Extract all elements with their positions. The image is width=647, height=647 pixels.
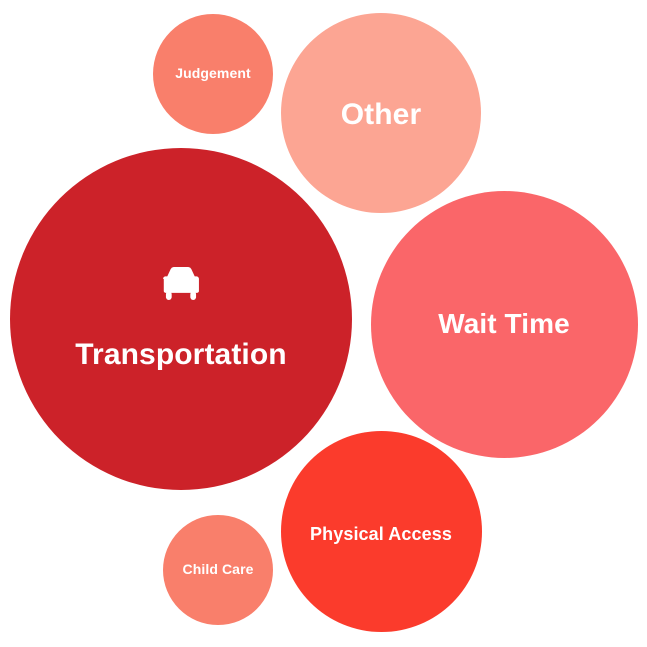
bubble-label-other: Other [340,97,422,131]
bubble-transportation[interactable]: Transportation [10,148,352,490]
bubble-label-child-care: Child Care [182,561,254,578]
bubble-label-physical-access: Physical Access [310,523,452,544]
bubble-child-care[interactable]: Child Care [163,515,273,625]
bubble-judgement[interactable]: Judgement [153,14,273,134]
bubble-wait-time[interactable]: Wait Time [370,190,638,458]
bubble-physical-access[interactable]: Physical Access [280,430,482,632]
bubble-label-transportation: Transportation [75,338,287,371]
bubble-label-judgement: Judgement [175,65,251,82]
bubble-other[interactable]: Other [281,13,481,213]
bubble-label-wait-time: Wait Time [438,307,570,339]
car-icon [158,267,204,300]
